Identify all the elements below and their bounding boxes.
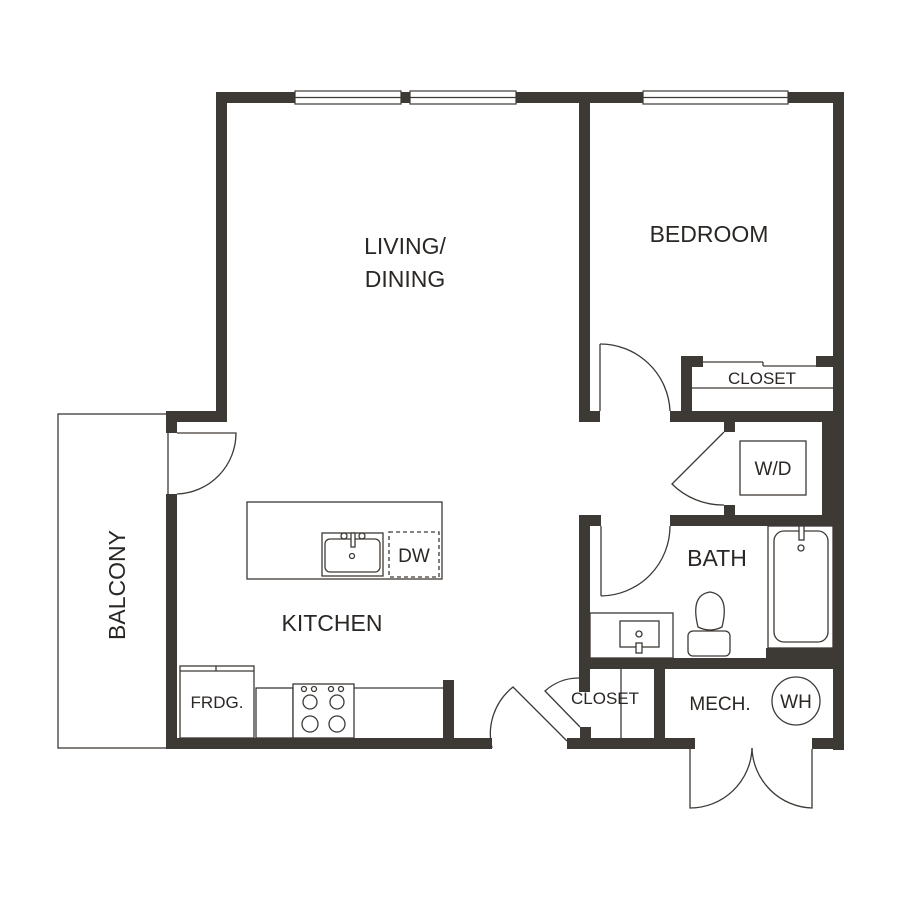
room-label-bedroom-closet: CLOSET <box>728 369 796 388</box>
washer-dryer <box>739 424 827 515</box>
balcony-door[interactable] <box>176 432 237 495</box>
washer-dryer-door[interactable] <box>671 431 725 506</box>
kitchen-island <box>246 501 443 580</box>
room-label-living: LIVING/ <box>364 233 446 259</box>
windows <box>294 90 789 105</box>
fixture-label-fridge: FRDG. <box>191 693 244 712</box>
room-label-bath: BATH <box>687 545 747 571</box>
bath-fixtures <box>589 525 834 660</box>
mech-double-doors[interactable] <box>689 747 813 809</box>
doors <box>176 343 813 809</box>
bath-door[interactable] <box>600 525 671 597</box>
fixture-label-water-heater: WH <box>780 692 812 713</box>
water-heater <box>771 676 821 726</box>
room-label-hall-closet: CLOSET <box>571 689 639 708</box>
balcony <box>57 413 169 749</box>
kitchen-counter <box>179 665 443 739</box>
bedroom-closet <box>692 361 833 389</box>
fixture-label-washer-dryer: W/D <box>755 459 792 480</box>
entry-door[interactable] <box>489 686 568 749</box>
room-label-balcony: BALCONY <box>104 530 130 640</box>
room-label-mech: MECH. <box>689 694 750 715</box>
bedroom-door[interactable] <box>599 343 671 412</box>
hall-closet-door[interactable] <box>544 677 581 728</box>
walls <box>166 92 844 750</box>
room-label-bedroom: BEDROOM <box>650 221 769 247</box>
fixture-label-dishwasher: DW <box>398 546 430 567</box>
room-label-dining: DINING <box>365 266 446 292</box>
room-label-kitchen: KITCHEN <box>282 610 383 636</box>
